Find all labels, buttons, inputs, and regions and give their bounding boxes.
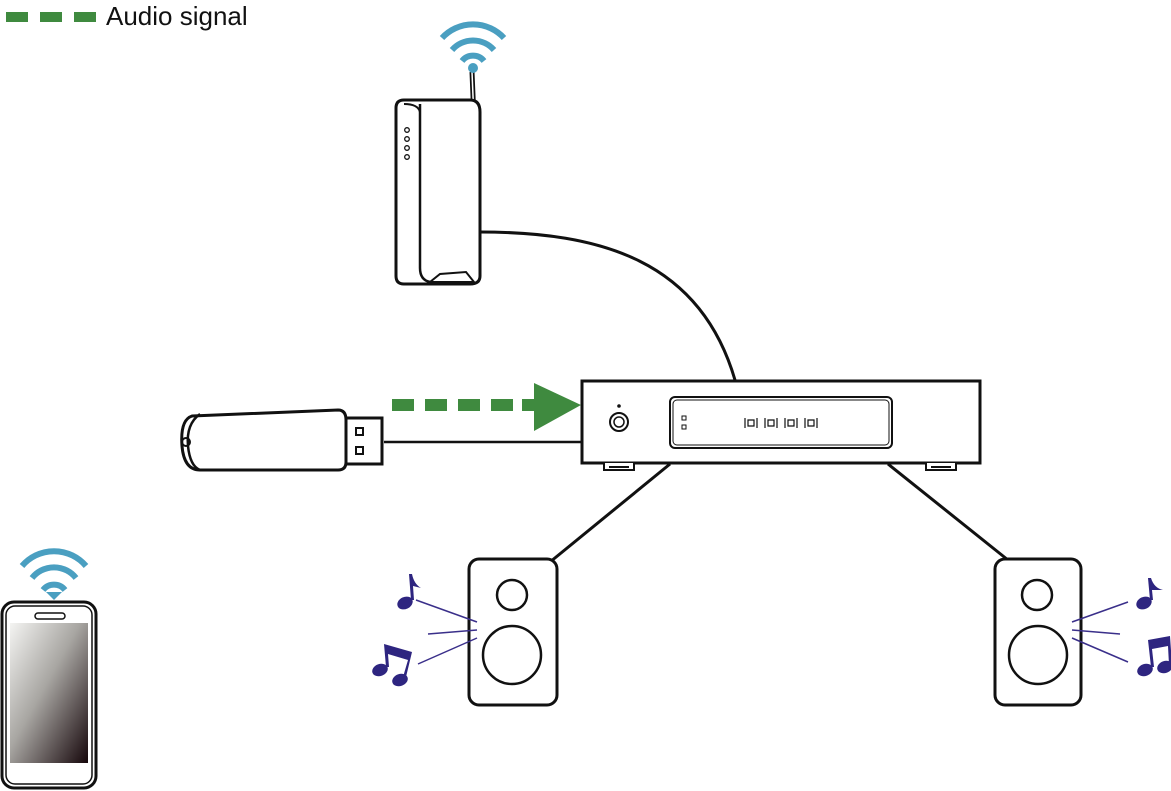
speaker-left-cable — [549, 462, 671, 564]
router-wifi-icon — [439, 21, 507, 73]
network-player-icon — [580, 379, 982, 471]
sound-lines-right — [1071, 601, 1129, 663]
legend: Audio signal — [6, 0, 248, 32]
music-note-right-icon — [1136, 578, 1163, 610]
router-icon — [394, 71, 482, 286]
speaker-right-icon — [993, 557, 1083, 707]
audio-signal-arrow — [392, 383, 581, 431]
music-note-icon — [397, 574, 421, 610]
legend-label: Audio signal — [106, 1, 248, 31]
legend-dashed-line-icon — [6, 9, 100, 23]
speaker-right-cable — [887, 462, 1009, 562]
router-cable — [479, 230, 737, 381]
speaker-left-icon — [467, 557, 559, 707]
sound-lines-left — [415, 599, 478, 665]
usb-drive-icon — [180, 408, 384, 472]
smartphone-wifi-icon — [19, 548, 89, 600]
music-note-double-icon — [372, 644, 412, 687]
music-note-double-right-icon — [1137, 636, 1171, 677]
smartphone-icon — [0, 600, 98, 790]
